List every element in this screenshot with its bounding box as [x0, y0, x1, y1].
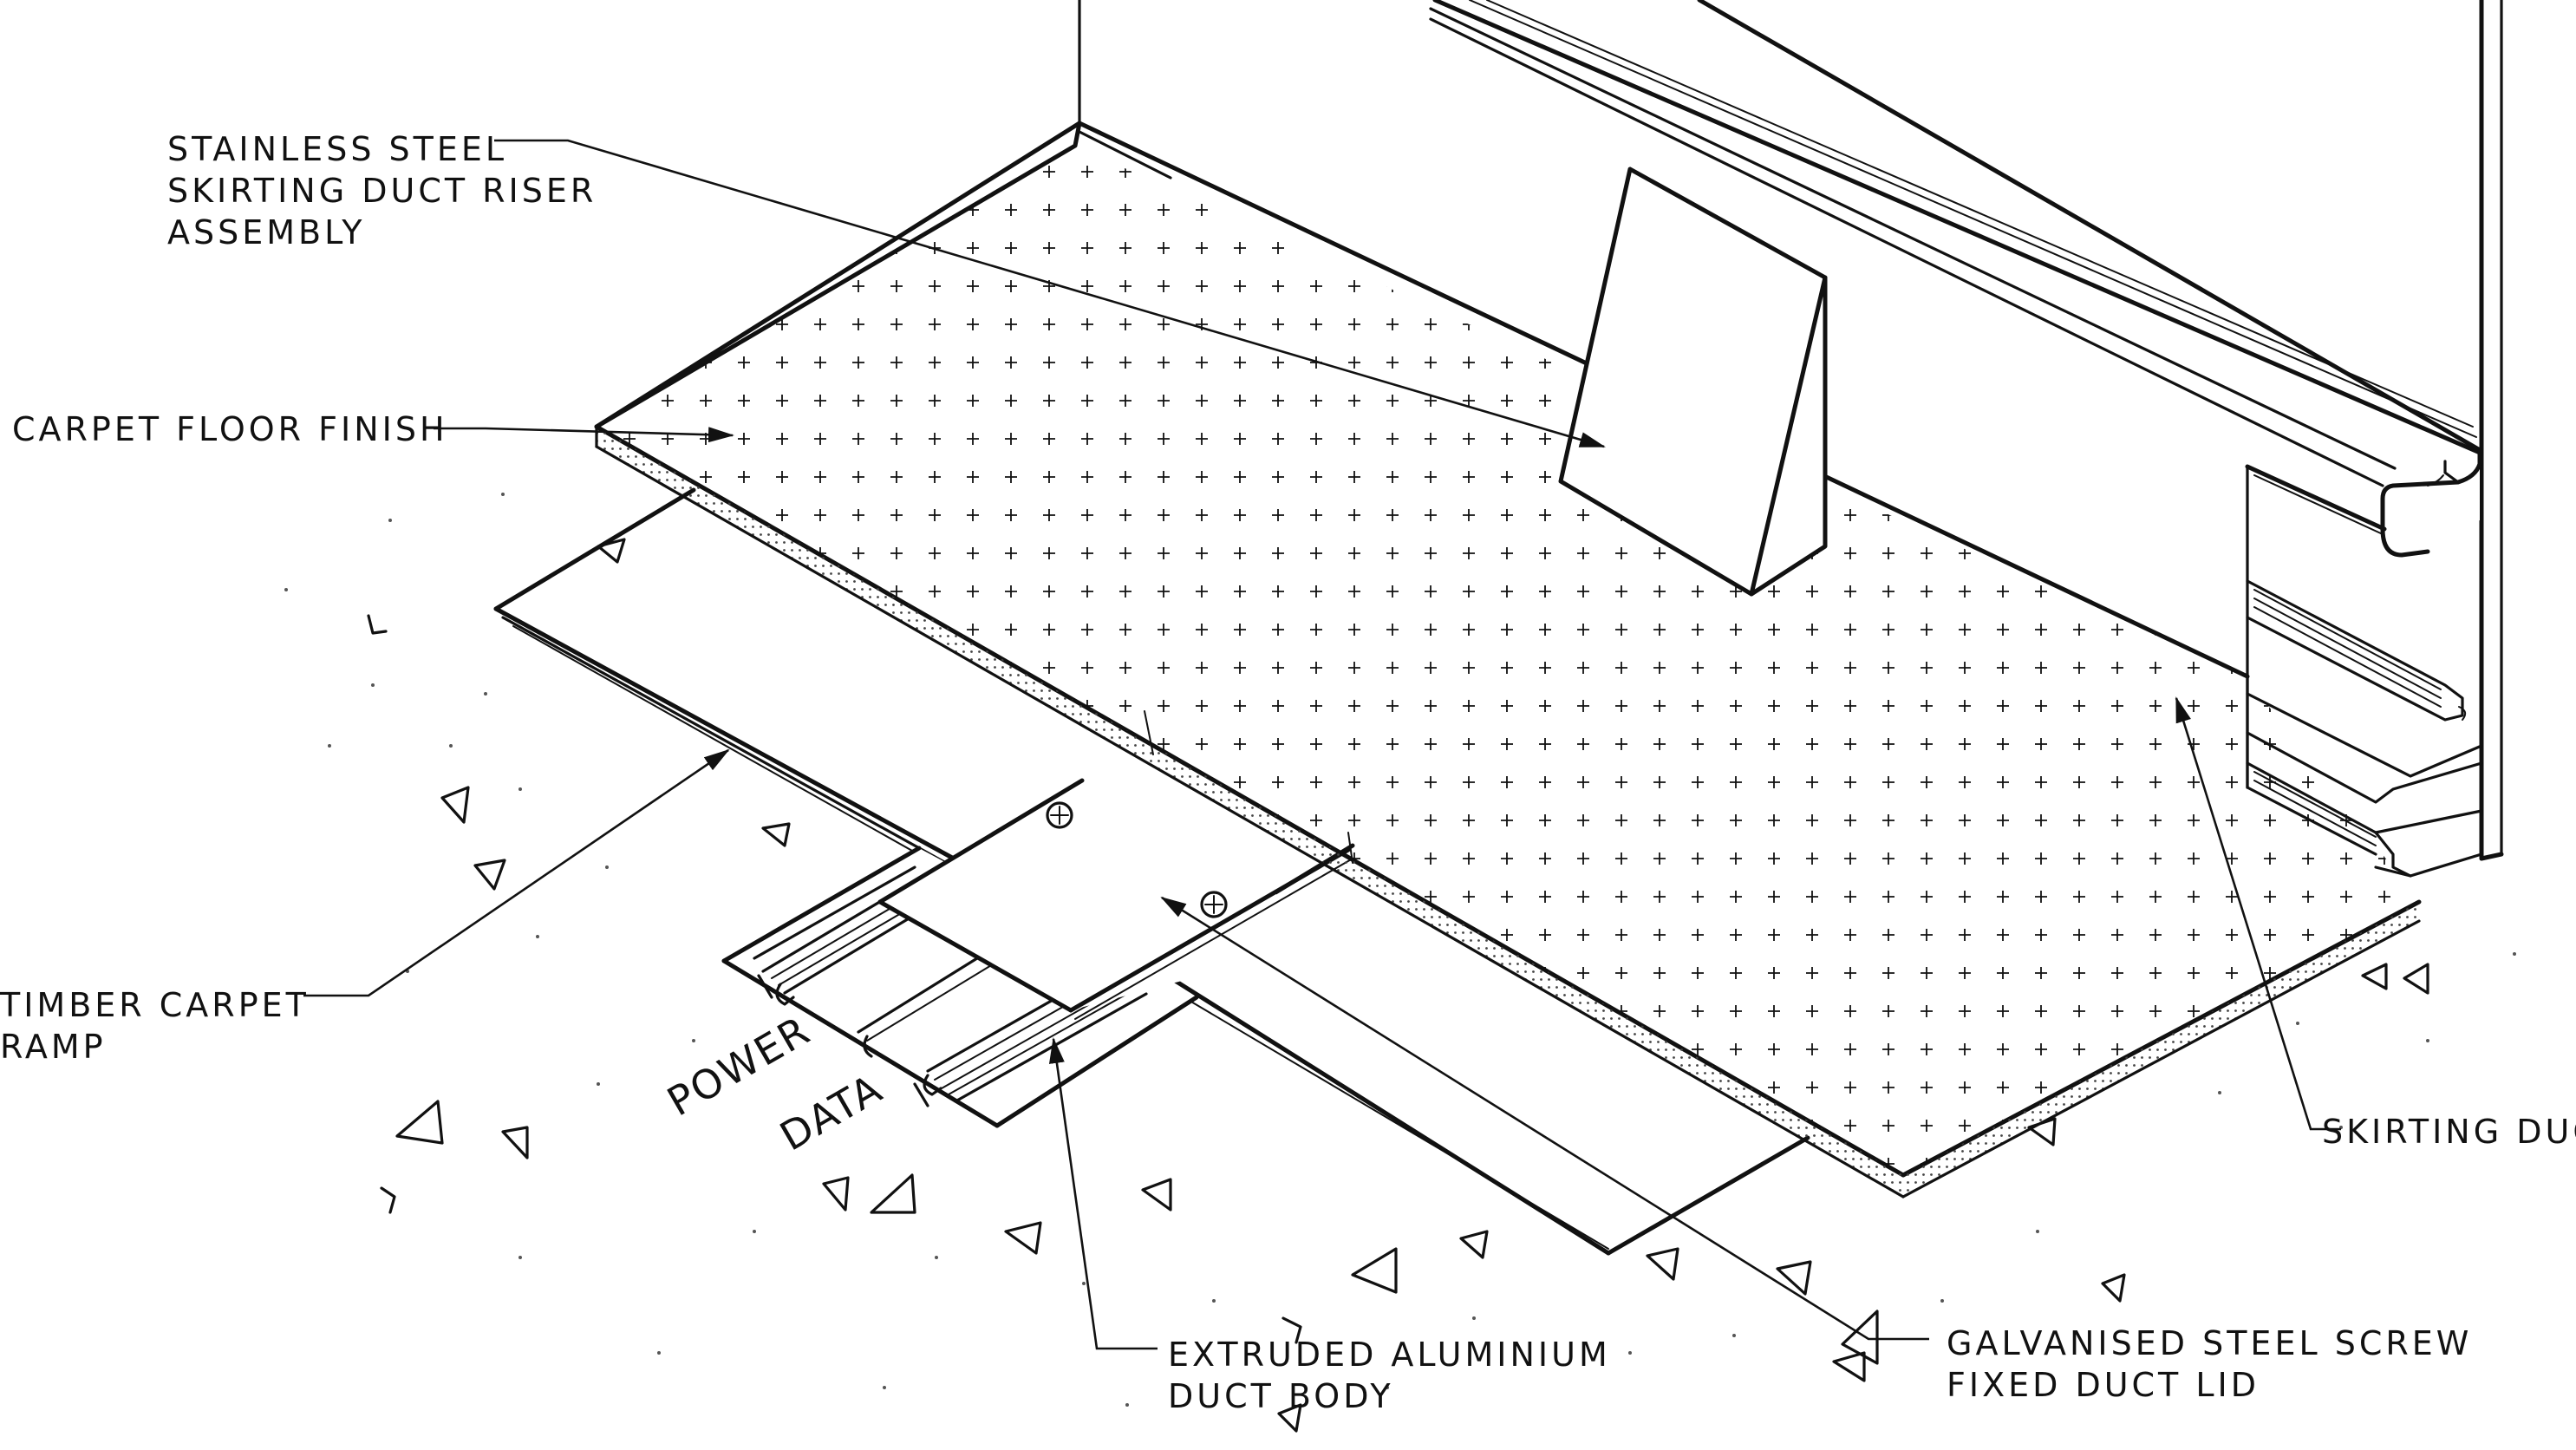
- duct-lid-label-line1: GALVANISED STEEL SCREW: [1947, 1324, 2472, 1362]
- skirting-duct-riser: [1558, 167, 1828, 597]
- timber-carpet-ramp-left: [493, 487, 1153, 875]
- ramp-label-line2: RAMP: [0, 1028, 107, 1066]
- carpet-label: CARPET FLOOR FINISH: [12, 410, 448, 448]
- riser-label-line3: ASSEMBLY: [167, 213, 365, 251]
- duct-lid-label-line2: FIXED DUCT LID: [1947, 1366, 2260, 1404]
- duct-lid: [877, 778, 1353, 1020]
- screw-icon-2: [1200, 891, 1228, 918]
- riser-label-line1: STAINLESS STEEL: [167, 130, 507, 168]
- riser-label-line2: SKIRTING DUCT RISER: [167, 172, 597, 210]
- skirting-label: SKIRTING DUCT: [2322, 1113, 2576, 1151]
- wall: [1078, 0, 2504, 861]
- duct-body-label-line1: EXTRUDED ALUMINIUM: [1168, 1336, 1611, 1374]
- data-compartment-label: DATA: [773, 1065, 891, 1160]
- carpet-floor-finish: [594, 121, 2422, 1199]
- leader-lines: [303, 139, 2341, 1350]
- ground-hatch: [284, 493, 2516, 1433]
- ramp-label-line1: TIMBER CARPET: [0, 986, 310, 1024]
- screw-icon-1: [1046, 801, 1073, 829]
- callouts: STAINLESS STEEL SKIRTING DUCT RISER ASSE…: [0, 130, 2576, 1415]
- duct-body-label-line2: DUCT BODY: [1168, 1377, 1394, 1415]
